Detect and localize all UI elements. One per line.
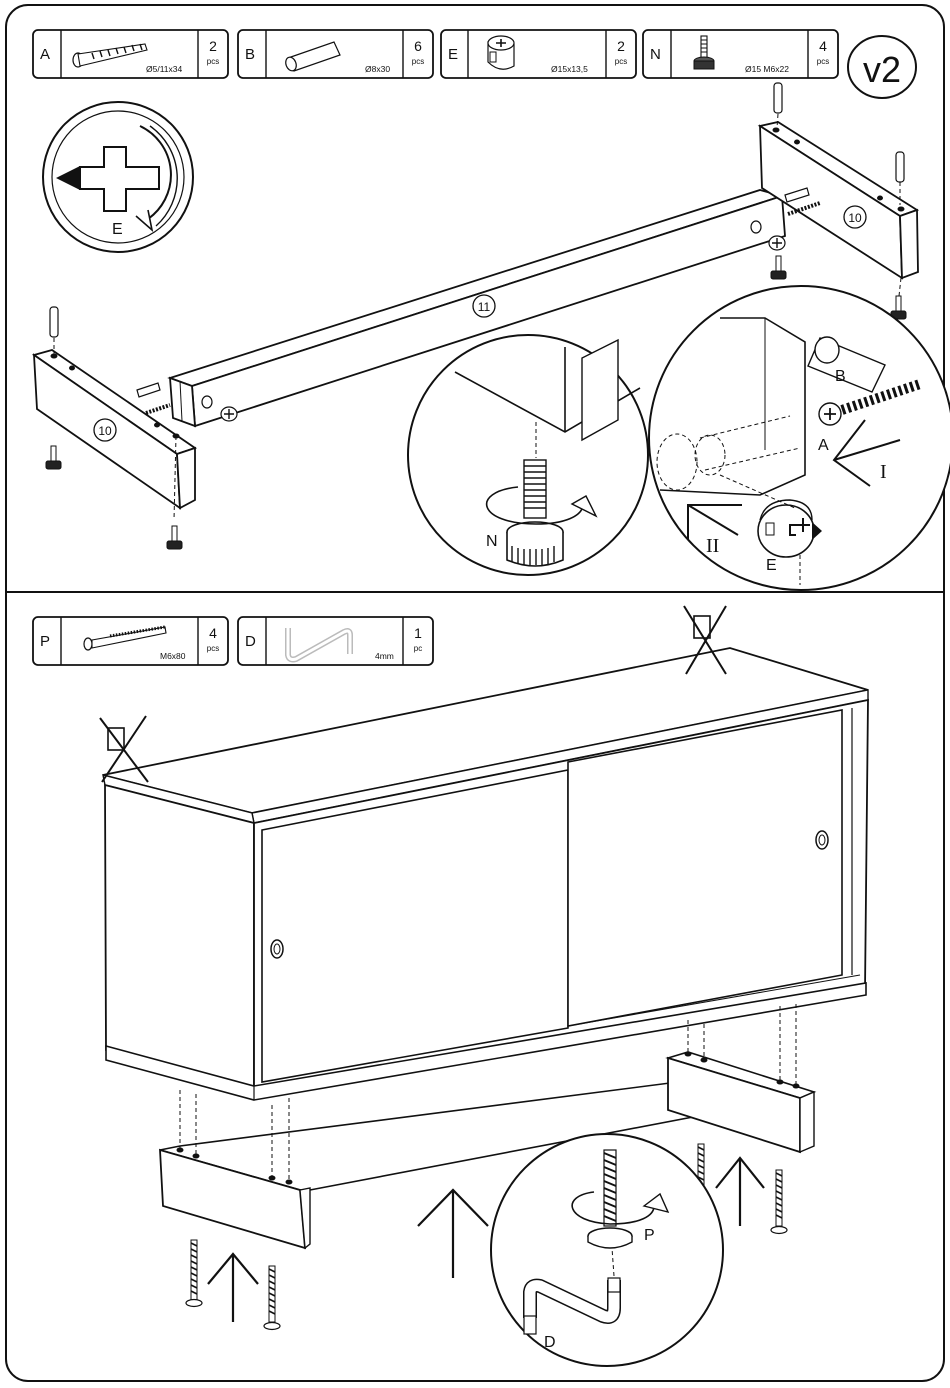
cam-lock-icon [488, 36, 514, 69]
version-badge: v2 [848, 36, 916, 98]
detail-screw-label: A [818, 437, 829, 454]
part-n-unit: pcs [817, 57, 829, 66]
part-p-qty: 4 [209, 625, 217, 641]
cabinet [100, 606, 868, 1100]
part-box-b: B Ø8x30 6 pcs [238, 30, 433, 78]
part-n-letter: N [650, 46, 661, 63]
cam-lock-icon [221, 407, 237, 421]
part-n-size: Ø15 M6x22 [745, 64, 789, 74]
part-p-letter: P [40, 633, 50, 650]
part-d-unit: pc [414, 644, 422, 653]
detail-bolt-tighten: P D [491, 1134, 723, 1366]
step2-parts-row: P M6x80 4 pcs D 4mm 1 pc [33, 617, 433, 665]
part-a-unit: pcs [207, 57, 219, 66]
long-bolt-icon [264, 1266, 280, 1330]
part-e-letter: E [448, 46, 458, 63]
part-a-qty: 2 [209, 38, 217, 54]
leveling-foot-icon [167, 526, 182, 549]
panel-left-number: 10 [98, 424, 112, 438]
part-e-unit: pcs [615, 57, 627, 66]
part-d-letter: D [245, 633, 256, 650]
cam-turn-symbol: E [43, 102, 193, 252]
up-arrow-icon [418, 1190, 488, 1278]
dowel-icon [137, 383, 160, 397]
up-arrow-icon [208, 1254, 258, 1322]
part-box-n: N Ø15 M6x22 4 pcs [643, 30, 838, 78]
part-box-e: E Ø15x13,5 2 pcs [441, 30, 636, 78]
detail-dowel-label: B [835, 368, 846, 385]
part-b-qty: 6 [414, 38, 422, 54]
part-n-qty: 4 [819, 38, 827, 54]
version-badge-text: v2 [863, 49, 901, 90]
side-panel-left: 10 [34, 307, 237, 549]
part-b-size: Ø8x30 [365, 64, 390, 74]
detail-key-label: D [544, 1334, 556, 1351]
detail-leveling-foot: N [408, 335, 648, 575]
confirmat-screw-icon [146, 405, 170, 413]
up-arrow-icon [716, 1158, 764, 1226]
part-p-size: M6x80 [160, 651, 186, 661]
detail-cam-label: E [766, 557, 777, 574]
part-d-size: 4mm [375, 651, 394, 661]
detail-step-one: I [880, 461, 887, 483]
panel-right-number: 10 [848, 211, 862, 225]
part-e-size: Ø15x13,5 [551, 64, 588, 74]
part-a-size: Ø5/11x34 [146, 64, 183, 74]
detail-bolt-label: P [644, 1227, 655, 1244]
part-p-unit: pcs [207, 644, 219, 653]
detail-step-two: II [706, 535, 719, 557]
leveling-foot-icon [771, 256, 786, 279]
cam-lock-icon [769, 236, 785, 250]
side-panel-right: 10 [760, 83, 918, 319]
detail-foot-label: N [486, 533, 498, 550]
leveling-foot-icon [891, 296, 906, 319]
part-box-p: P M6x80 4 pcs [33, 617, 228, 665]
part-d-qty: 1 [414, 625, 422, 641]
part-e-qty: 2 [617, 38, 625, 54]
part-box-a: A Ø5/11x34 2 pcs [33, 30, 228, 78]
leveling-foot-icon [46, 446, 61, 469]
detail-cam-joint: B A I E II [649, 286, 950, 590]
part-b-unit: pcs [412, 57, 424, 66]
part-a-letter: A [40, 46, 50, 63]
part-box-d: D 4mm 1 pc [238, 617, 433, 665]
long-bolt-icon [186, 1240, 202, 1307]
part-b-letter: B [245, 46, 255, 63]
step1-parts-row: A Ø5/11x34 2 pcs B Ø8x30 6 pcs [33, 30, 838, 78]
long-bolt-icon [771, 1170, 787, 1234]
rail-number: 11 [478, 300, 491, 314]
dowel-icon [50, 307, 58, 337]
turn-part-label: E [112, 221, 123, 238]
dowel-icon [774, 83, 782, 113]
dowel-icon [896, 152, 904, 182]
